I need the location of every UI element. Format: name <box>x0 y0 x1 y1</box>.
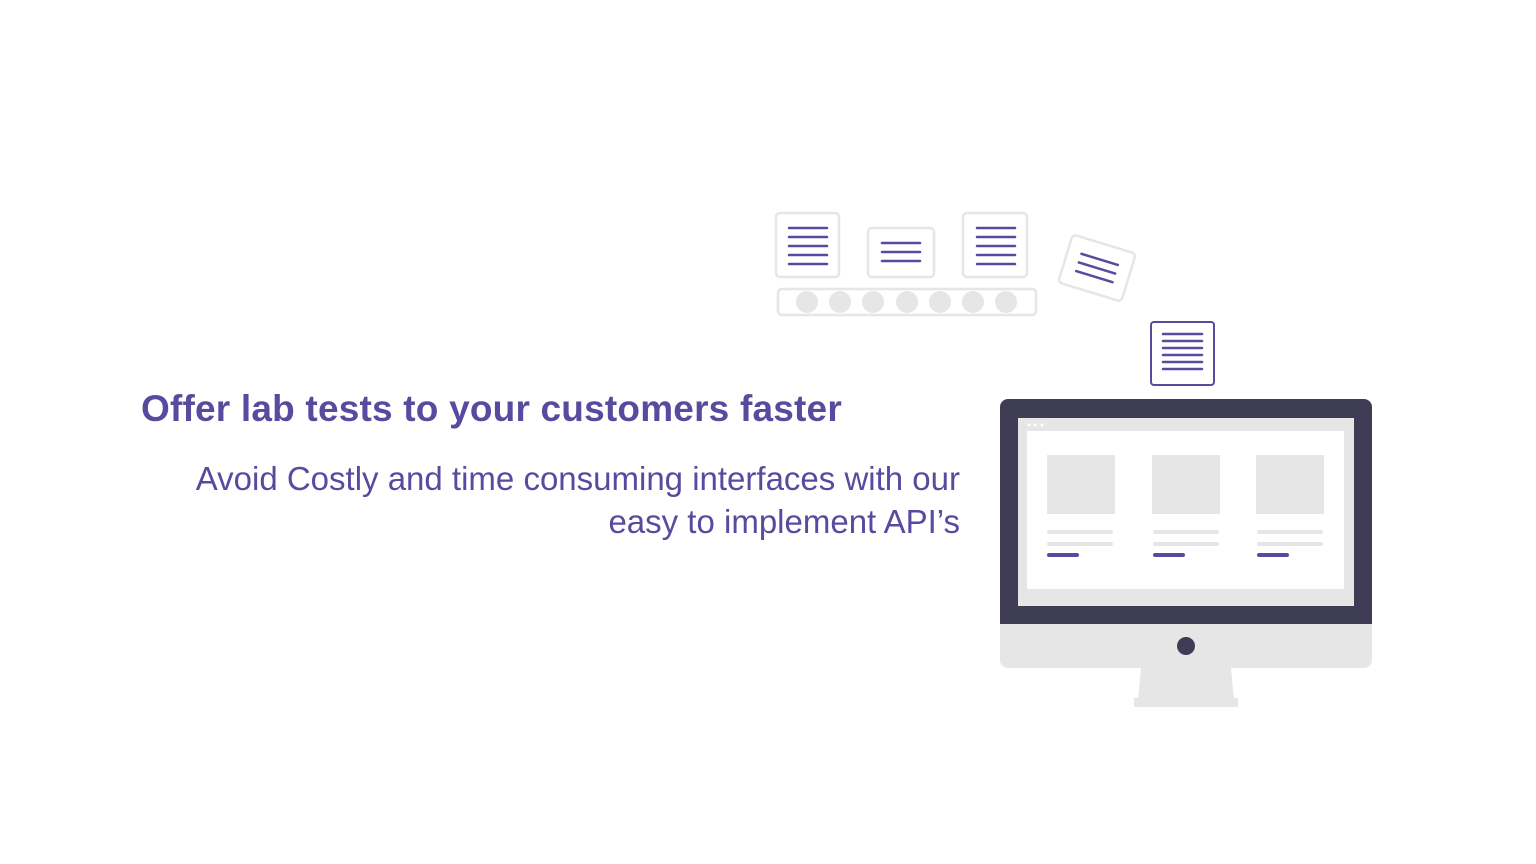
document-icon <box>774 211 841 279</box>
hero-subtitle: Avoid Costly and time consuming interfac… <box>60 457 960 543</box>
hero-title: Offer lab tests to your customers faster <box>141 388 842 429</box>
hero-subtitle-line2: easy to implement API’s <box>608 503 960 540</box>
document-icon <box>961 211 1029 279</box>
conveyor-icon <box>776 287 1038 317</box>
document-icon <box>866 226 936 279</box>
monitor-icon <box>1000 399 1372 707</box>
hero-subtitle-line1: Avoid Costly and time consuming interfac… <box>195 460 960 497</box>
tilted-document-icon <box>1057 234 1137 302</box>
floating-document-icon <box>1150 321 1215 386</box>
